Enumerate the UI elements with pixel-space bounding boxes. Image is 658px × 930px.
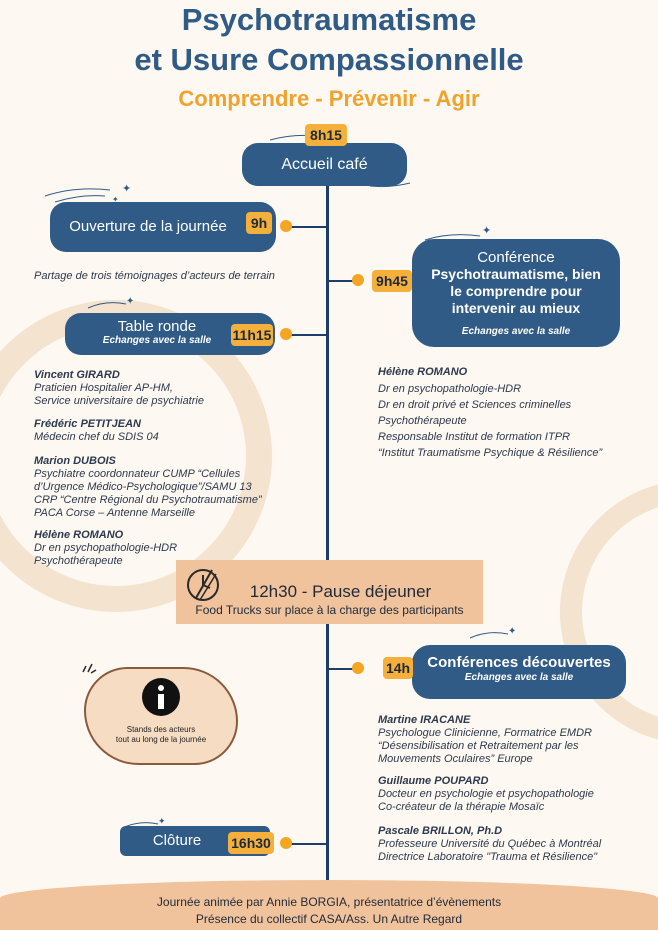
sparkle-decoration: ✦ xyxy=(87,296,134,309)
conference-line-4: intervenir au mieux xyxy=(451,300,581,316)
timeline-dot xyxy=(280,220,292,232)
sparkle-decoration: ✦ xyxy=(469,626,516,639)
timeline-connector xyxy=(290,843,327,845)
timeline-dot xyxy=(352,662,364,674)
decouvertes-speaker-2: Guillaume POUPARD Docteur en psychologie… xyxy=(378,775,594,813)
timeline-dot xyxy=(280,837,292,849)
timeline-dot xyxy=(280,328,292,340)
decouvertes-speaker-1: Martine IRACANE Psychologue Clinicienne,… xyxy=(378,714,592,765)
timeline-dot xyxy=(352,274,364,286)
svg-text:✦: ✦ xyxy=(126,296,134,307)
lunch-title: 12h30 - Pause déjeuner xyxy=(249,582,432,601)
accueil-pill: Accueil café xyxy=(242,143,407,186)
timeline-axis xyxy=(326,176,329,882)
accueil-time: 8h15 xyxy=(305,124,347,146)
info-line-1: Stands des acteurs xyxy=(126,725,196,734)
conference-line-3: le comprendre pour xyxy=(450,283,582,299)
cloture-time: 16h30 xyxy=(228,832,274,854)
sparkle-decoration: ✦ ✦ xyxy=(44,183,131,204)
decouvertes-note: Echanges avec la salle xyxy=(464,672,574,683)
table-ronde-label: Table ronde xyxy=(117,318,197,335)
svg-text:✦: ✦ xyxy=(122,183,131,195)
ouverture-time: 9h xyxy=(246,212,272,234)
conference-line-1: Conférence xyxy=(477,249,555,266)
timeline-connector xyxy=(327,280,361,282)
speaker-name: Hélène ROMANO xyxy=(378,366,468,378)
decouvertes-label: Conférences découvertes xyxy=(427,654,611,671)
conference-speaker: Hélène ROMANO Dr en psychopathologie-HDR… xyxy=(378,364,648,461)
decouvertes-speaker-3: Pascale BRILLON, Ph.D Professeure Univer… xyxy=(378,825,602,863)
svg-text:✦: ✦ xyxy=(482,225,491,237)
cloture-label: Clôture xyxy=(152,832,202,849)
ouverture-pill: Ouverture de la journée xyxy=(50,202,276,252)
info-icon xyxy=(142,678,180,716)
table-ronde-speaker-1: Vincent GIRARD Praticien Hospitalier AP-… xyxy=(34,369,204,407)
decouvertes-time: 14h xyxy=(383,657,413,679)
title-line-2: et Usure Compassionnelle xyxy=(134,42,524,77)
svg-text:✦: ✦ xyxy=(112,195,119,204)
footer: Journée animée par Annie BORGIA, présent… xyxy=(0,880,658,930)
timeline-connector xyxy=(327,668,361,670)
lunch-note: Food Trucks sur place à la charge des pa… xyxy=(195,603,464,617)
timeline-connector xyxy=(290,226,327,228)
table-ronde-speaker-2: Frédéric PETITJEAN Médecin chef du SDIS … xyxy=(34,418,159,443)
conference-line-2: Psychotraumatisme, bien xyxy=(431,266,601,282)
info-line-2: tout au long de la journée xyxy=(115,735,207,744)
svg-text:✦: ✦ xyxy=(158,816,166,826)
conference-note: Echanges avec la salle xyxy=(461,326,571,337)
lunch-banner: 12h30 - Pause déjeuner Food Trucks sur p… xyxy=(176,560,483,624)
decouvertes-pill: Conférences découvertes Echanges avec la… xyxy=(412,645,626,699)
conference-pill: Conférence Psychotraumatisme, bien le co… xyxy=(412,239,620,347)
footer-line-2: Présence du collectif CASA/Ass. Un Autre… xyxy=(195,912,463,926)
conference-time: 9h45 xyxy=(372,270,412,292)
title-line-1: Psychotraumatisme xyxy=(181,2,477,37)
svg-text:✦: ✦ xyxy=(508,626,516,637)
accueil-label: Accueil café xyxy=(281,156,368,173)
table-ronde-speaker-4: Hélène ROMANO Dr en psychopathologie-HDR… xyxy=(34,529,178,567)
footer-line-1: Journée animée par Annie BORGIA, présent… xyxy=(156,895,502,909)
timeline-connector xyxy=(290,334,327,336)
table-ronde-time: 11h15 xyxy=(231,324,273,346)
ouverture-label: Ouverture de la journée xyxy=(69,218,227,235)
clock-utensils-icon xyxy=(187,569,219,601)
background-decoration xyxy=(560,480,658,744)
sparkle-decoration xyxy=(82,663,97,674)
info-stands: Stands des acteurs tout au long de la jo… xyxy=(84,667,238,765)
table-ronde-speaker-3: Marion DUBOIS Psychiatre coordonnateur C… xyxy=(34,455,262,519)
ouverture-description: Partage de trois témoignages d’acteurs d… xyxy=(34,270,275,282)
subtitle: Comprendre - Prévenir - Agir xyxy=(178,86,480,111)
table-ronde-note: Echanges avec la salle xyxy=(102,335,212,346)
